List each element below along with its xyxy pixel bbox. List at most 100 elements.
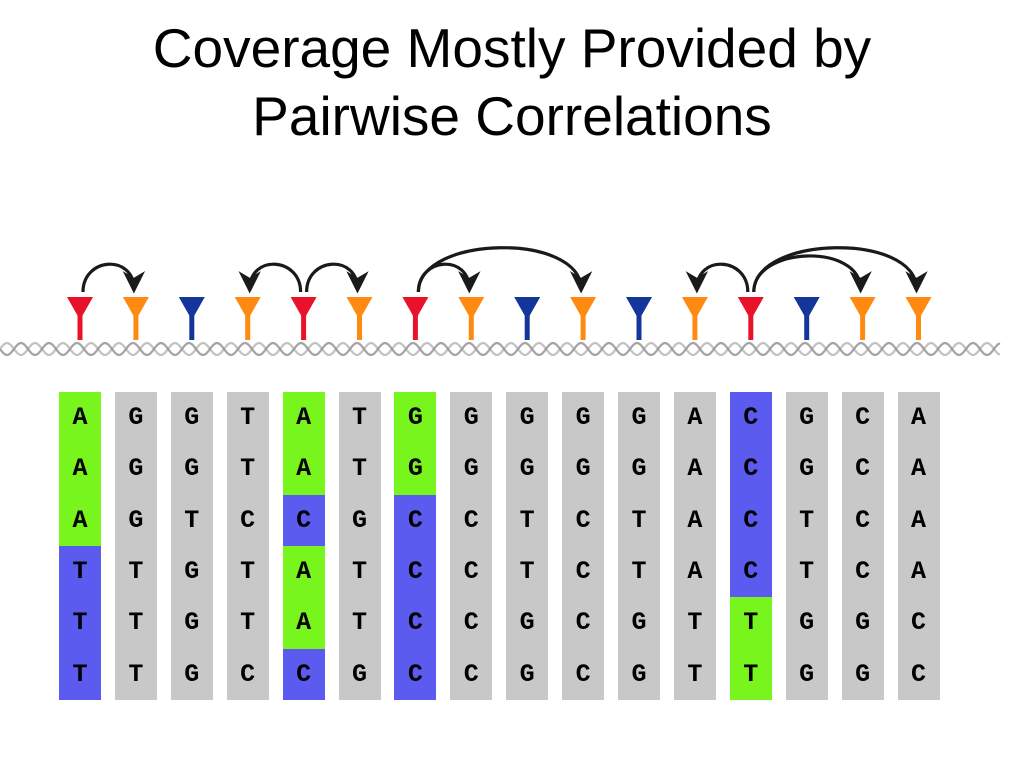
nucleotide-cell: T	[59, 648, 101, 700]
nucleotide-cell: T	[170, 494, 213, 546]
nucleotide-cell: C	[562, 494, 605, 546]
nucleotide-cell: C	[562, 546, 605, 598]
nucleotide-cell: C	[729, 546, 772, 598]
nucleotide-cell: G	[170, 443, 213, 495]
nucleotide-cell: C	[897, 648, 940, 700]
correlation-arrow	[752, 246, 928, 294]
nucleotide-cell: A	[673, 494, 716, 546]
nucleotide-cell: T	[618, 494, 660, 546]
nucleotide-cell: A	[897, 443, 940, 495]
title-line-2: Pairwise Correlations	[252, 85, 772, 147]
nucleotide-cell: C	[282, 494, 325, 546]
nucleotide-cell: G	[618, 392, 660, 444]
nucleotide-cell: T	[673, 597, 716, 649]
nucleotide-cell: G	[170, 597, 213, 649]
nucleotide-cell: C	[394, 597, 437, 649]
snp-marker-blue	[793, 297, 820, 340]
nucleotide-cell: A	[282, 443, 325, 495]
nucleotide-cell: A	[59, 392, 101, 444]
correlation-arrow	[305, 262, 369, 294]
nucleotide-cell: A	[282, 546, 325, 598]
nucleotide-cell: T	[506, 546, 549, 598]
nucleotide-cell: T	[59, 546, 101, 598]
nucleotide-cell: C	[226, 494, 269, 546]
nucleotide-cell: C	[226, 648, 269, 700]
correlation-arrow	[238, 262, 303, 294]
correlation-arrows	[81, 246, 928, 294]
nucleotide-cell: T	[226, 443, 269, 495]
nucleotide-cell: T	[729, 597, 772, 649]
nucleotide-cell: G	[841, 648, 884, 700]
nucleotide-cell: T	[338, 597, 381, 649]
nucleotide-cell: G	[618, 443, 660, 495]
nucleotide-cell: A	[673, 546, 716, 598]
nucleotide-cell: C	[450, 597, 493, 649]
snp-marker-orange	[905, 297, 932, 340]
snp-marker-blue	[626, 297, 652, 340]
nucleotide-cell: G	[562, 443, 605, 495]
nucleotide-cell: G	[785, 392, 828, 444]
nucleotide-cell: A	[897, 546, 940, 598]
nucleotide-cell: G	[114, 494, 157, 546]
nucleotide-cell: C	[394, 648, 437, 700]
nucleotide-cell: T	[785, 494, 828, 546]
nucleotide-cell: G	[450, 392, 493, 444]
nucleotide-cell: G	[170, 546, 213, 598]
nucleotide-cell: C	[897, 597, 940, 649]
nucleotide-cell: T	[338, 546, 381, 598]
nucleotide-cell: T	[226, 597, 269, 649]
nucleotide-cell: G	[506, 597, 549, 649]
nucleotide-cell: C	[729, 494, 772, 546]
nucleotide-cell: G	[394, 443, 437, 495]
snp-marker-blue	[178, 297, 205, 340]
nucleotide-cell: G	[170, 648, 213, 700]
nucleotide-cell: T	[114, 648, 157, 700]
nucleotide-cell: T	[226, 546, 269, 598]
snp-marker-orange	[346, 297, 373, 340]
nucleotide-cell: G	[785, 597, 828, 649]
nucleotide-cell: T	[226, 392, 269, 444]
nucleotide-cell: A	[59, 494, 101, 546]
nucleotide-cell: A	[59, 443, 101, 495]
nucleotide-cell: T	[114, 597, 157, 649]
snp-marker-blue	[514, 297, 541, 340]
correlation-arrow	[416, 262, 481, 294]
nucleotide-cell: T	[114, 546, 157, 598]
snp-marker-red	[402, 297, 429, 340]
nucleotide-cell: C	[282, 648, 325, 700]
nucleotide-cell: C	[841, 546, 884, 598]
nucleotide-cell: A	[282, 597, 325, 649]
snp-marker-red	[737, 297, 764, 340]
snp-marker-orange	[849, 297, 876, 340]
nucleotide-cell: G	[785, 443, 828, 495]
snp-markers	[67, 297, 932, 340]
nucleotide-cell: G	[394, 392, 437, 444]
correlation-arrow	[685, 262, 750, 294]
nucleotide-cell: C	[450, 546, 493, 598]
nucleotide-cell: C	[450, 494, 493, 546]
title-line-1: Coverage Mostly Provided by	[152, 17, 872, 79]
nucleotide-cell: C	[562, 597, 605, 649]
nucleotide-cell: A	[897, 392, 940, 444]
nucleotide-cell: C	[450, 648, 493, 700]
nucleotide-cell: A	[673, 392, 716, 444]
snp-marker-orange	[570, 297, 597, 340]
correlation-arrow	[81, 262, 146, 294]
nucleotide-cell: C	[562, 648, 605, 700]
nucleotide-cell: T	[338, 443, 381, 495]
nucleotide-cell: G	[114, 443, 157, 495]
